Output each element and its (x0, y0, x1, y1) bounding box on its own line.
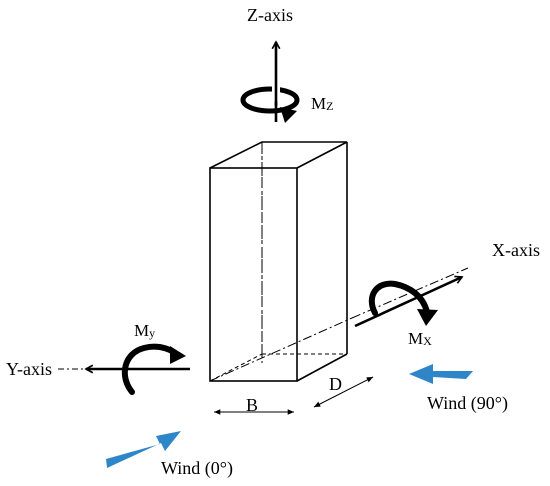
dimension-d-label: D (329, 374, 342, 394)
wind-90-label: Wind (90°) (427, 393, 508, 413)
dimension-d (313, 376, 374, 408)
x-axis (209, 267, 469, 382)
wind-90-arrow-icon (409, 364, 473, 384)
y-axis-label: Y-axis (6, 359, 52, 379)
wind-0-label: Wind (0°) (161, 458, 233, 478)
dimension-b-label: B (246, 395, 259, 415)
mz-moment-arrow-icon (240, 84, 300, 123)
building-box (209, 141, 348, 382)
my-label: My (134, 321, 156, 340)
z-axis-label: Z-axis (247, 5, 293, 25)
mz-label: MZ (311, 94, 334, 113)
my-moment-arrow-icon (121, 343, 186, 395)
wind-0-arrow-icon (106, 431, 181, 468)
x-axis-label: X-axis (492, 240, 540, 260)
mx-moment-arrow-icon (368, 280, 438, 326)
mx-label: MX (408, 329, 432, 348)
